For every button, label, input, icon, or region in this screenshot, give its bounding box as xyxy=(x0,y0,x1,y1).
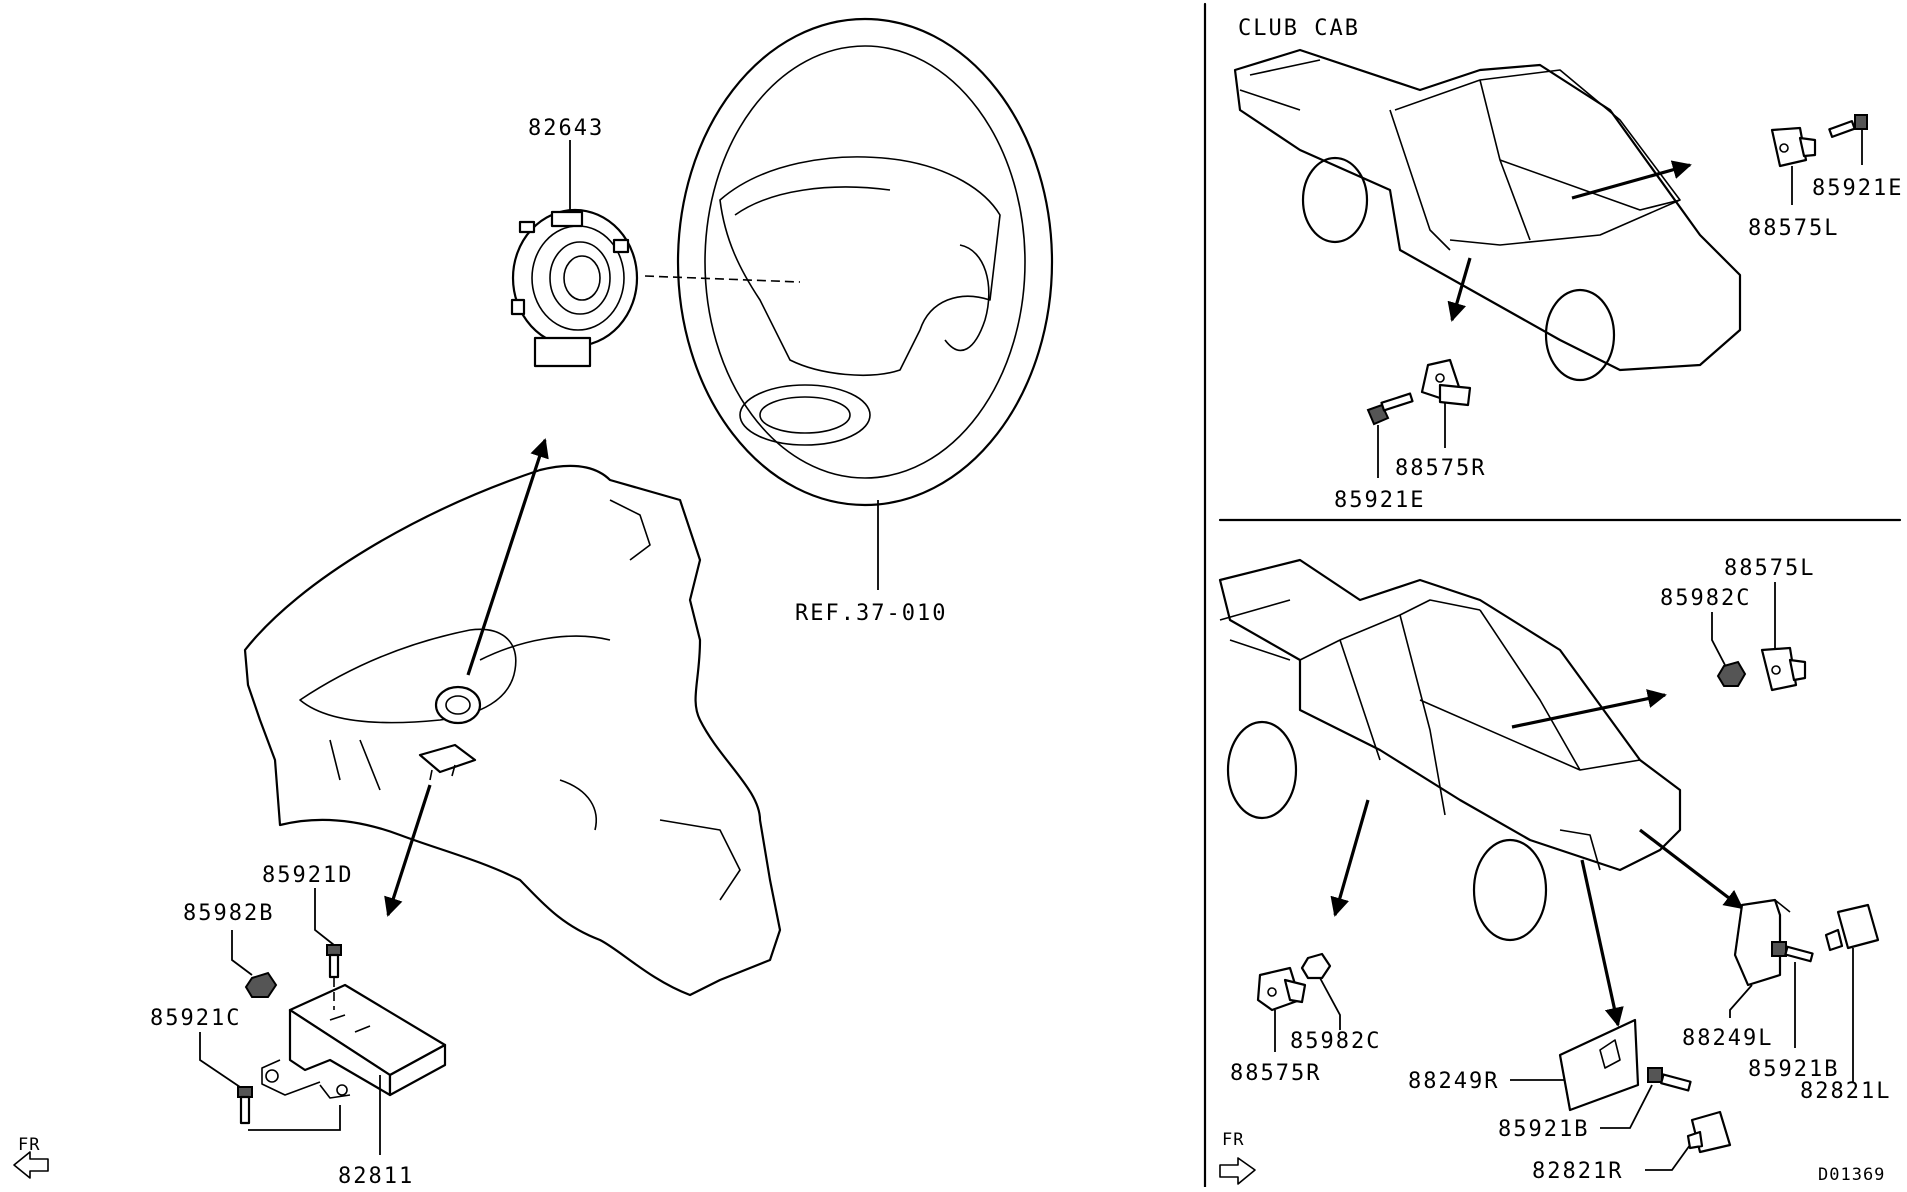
front-marker-label-left: FR xyxy=(18,1135,40,1155)
arrow-to-bracket-88249r xyxy=(1580,859,1624,1027)
part-label-85921B-right: 85921B xyxy=(1748,1057,1839,1082)
sensor-88575r-top xyxy=(1420,358,1472,407)
arrow-to-bracket-88249l xyxy=(1639,828,1744,910)
sensor-88575l-top xyxy=(1770,126,1817,168)
part-label-85921C: 85921C xyxy=(150,1006,241,1031)
bolt-85921b-left-leader xyxy=(1600,1084,1653,1129)
bracket-88249l-leader xyxy=(1729,984,1753,1018)
front-direction-marker-right: FR xyxy=(1219,1130,1256,1185)
bolt-85921d-leader xyxy=(314,888,335,946)
bracket-88249l xyxy=(1733,898,1791,987)
bolt-85921e-top xyxy=(1828,114,1868,138)
drawing-number: D01369 xyxy=(1818,1165,1885,1185)
nut-85982c-top-leader xyxy=(1711,612,1726,666)
part-label-85921D: 85921D xyxy=(262,863,353,888)
part-label-88249L: 88249L xyxy=(1682,1026,1773,1051)
clock-spring-in-panel xyxy=(434,685,482,725)
part-label-85982B: 85982B xyxy=(183,901,274,926)
nut-85982c-bot xyxy=(1300,952,1332,980)
nut-85982b xyxy=(244,971,278,998)
wheel-center-dashed-line xyxy=(644,275,801,283)
part-label-85921B-left: 85921B xyxy=(1498,1117,1589,1142)
club-cab-truck xyxy=(1233,48,1742,382)
sensor-88575r-bot xyxy=(1256,966,1307,1012)
arrow-to-sensor-88575r-bot xyxy=(1330,799,1370,917)
arrow-to-sensor-88575l-top xyxy=(1571,160,1692,200)
srs-control-unit-bracket xyxy=(261,983,447,1099)
sensor-82821l xyxy=(1824,903,1880,952)
part-label-85921E-top: 85921E xyxy=(1812,176,1903,201)
sensor-bracket-in-panel xyxy=(418,743,477,781)
clock-spring-assembly xyxy=(510,208,639,368)
part-label-85921E-mid: 85921E xyxy=(1334,488,1425,513)
arrow-to-sensor-88575l-bot xyxy=(1511,689,1667,729)
part-label-85982C-top: 85982C xyxy=(1660,586,1751,611)
bracket-88249r xyxy=(1558,1018,1640,1112)
bolt-85921c xyxy=(237,1086,253,1125)
bolt-85921b-left xyxy=(1647,1067,1692,1092)
arrow-to-clock-spring xyxy=(466,438,549,676)
bolt-85921b-right xyxy=(1771,941,1814,963)
nut-85982c-bot-leader xyxy=(1319,977,1341,1030)
part-label-88575L-top: 88575L xyxy=(1748,216,1839,241)
front-direction-marker-left: FR xyxy=(13,1135,49,1179)
bolt-85921d xyxy=(326,944,342,979)
double-cab-truck xyxy=(1218,558,1682,942)
part-label-88575L-bot: 88575L xyxy=(1724,556,1815,581)
part-label-88249R: 88249R xyxy=(1408,1069,1499,1094)
nut-85982b-leader xyxy=(231,930,253,976)
sensor-88575l-bot xyxy=(1760,646,1807,692)
club-cab-title: CLUB CAB xyxy=(1238,16,1360,41)
bolt-ground-line xyxy=(248,1105,341,1131)
part-label-85982C-bot: 85982C xyxy=(1290,1029,1381,1054)
nut-85982c-top xyxy=(1716,660,1747,687)
bolt-85921c-leader xyxy=(199,1032,241,1088)
part-label-82821L: 82821L xyxy=(1800,1079,1891,1104)
sensor-82821r xyxy=(1686,1110,1732,1154)
instrument-panel xyxy=(243,464,782,997)
arrow-to-srs-unit xyxy=(384,784,432,917)
part-label-88575R-bot: 88575R xyxy=(1230,1061,1321,1086)
arrow-to-sensor-88575r-top xyxy=(1447,257,1472,322)
part-label-82811: 82811 xyxy=(338,1164,414,1187)
steering-wheel xyxy=(676,17,1054,507)
part-label-82821R: 82821R xyxy=(1532,1159,1623,1184)
bolt-85921e-mid xyxy=(1366,392,1414,426)
sensor-82821r-leader xyxy=(1645,1144,1691,1171)
ref-label: REF.37-010 xyxy=(795,601,947,626)
part-label-82643: 82643 xyxy=(528,116,604,141)
front-marker-label-right: FR xyxy=(1222,1130,1244,1150)
part-label-88575R-top: 88575R xyxy=(1395,456,1486,481)
